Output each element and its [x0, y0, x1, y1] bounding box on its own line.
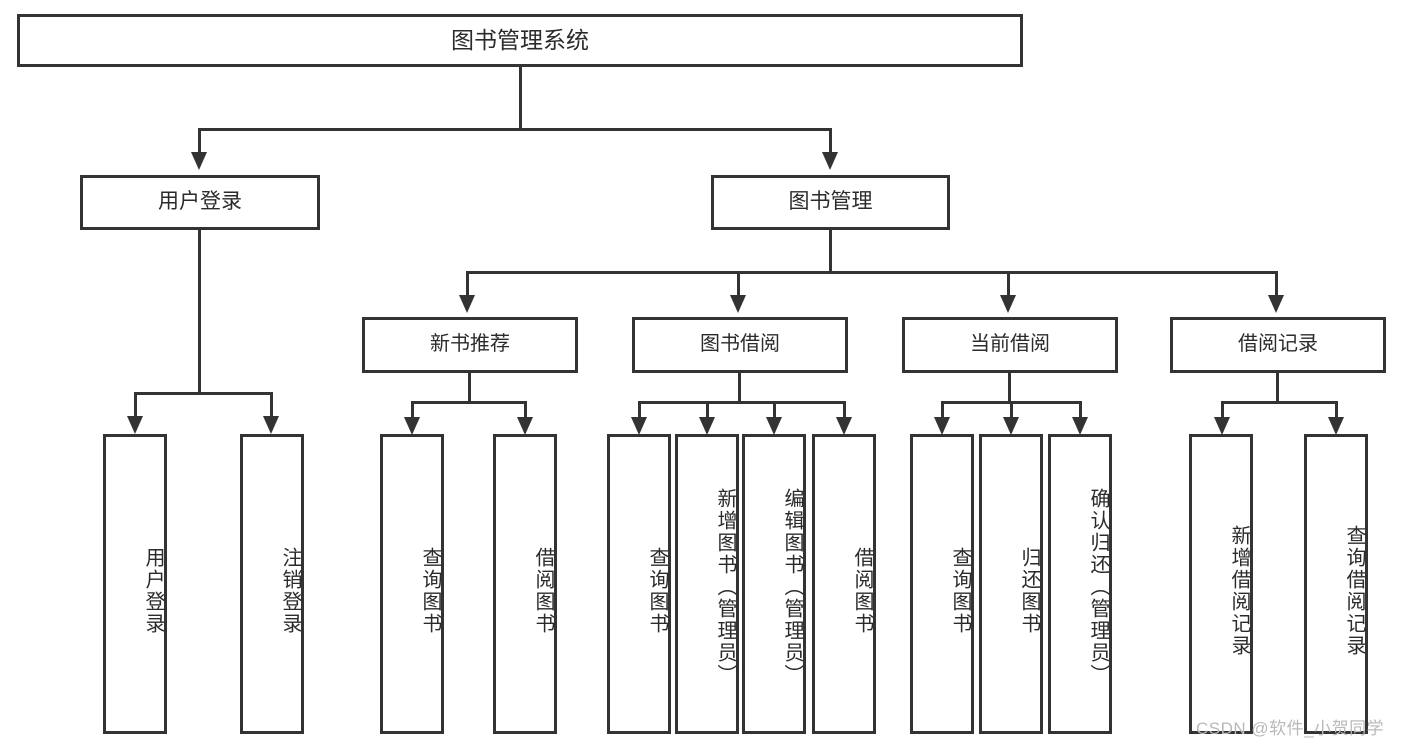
connector-book-borrow-to-leaf-2: [706, 401, 709, 423]
connector-current-borrow-stem: [1008, 373, 1011, 403]
node-label: 图书管理: [788, 190, 873, 214]
connector-book-borrow-to-leaf-4: [843, 401, 846, 423]
connector-new-book-stem: [468, 373, 471, 403]
node-label: 新书推荐: [430, 333, 510, 356]
leaf-user-login-logout[interactable]: 注销登录: [240, 434, 304, 734]
connector-borrow-record-stem: [1276, 373, 1279, 403]
arrowhead-new-book-to-leaf-2: [517, 417, 533, 435]
node-label: 当前借阅: [970, 333, 1050, 356]
arrowhead-book-borrow-to-leaf-3: [766, 417, 782, 435]
node-book-management[interactable]: 图书管理: [711, 175, 950, 230]
connector-book-mgmt-bus: [466, 271, 1278, 274]
arrowhead-book-mgmt-to-book-borrow: [730, 295, 746, 313]
connector-user-login-stem: [198, 230, 201, 395]
arrowhead-book-borrow-to-leaf-1: [631, 417, 647, 435]
arrowhead-current-borrow-to-leaf-1: [934, 417, 950, 435]
node-label: 新增借阅记录: [1228, 525, 1250, 657]
leaf-book-borrow-query-book[interactable]: 查询图书: [607, 434, 671, 734]
leaf-book-borrow-edit-book-admin[interactable]: 编辑图书（管理员）: [742, 434, 806, 734]
arrowhead-user-login-to-leaf-2: [263, 416, 279, 434]
arrowhead-root-to-user-login: [191, 152, 207, 170]
node-user-login[interactable]: 用户登录: [80, 175, 320, 230]
leaf-current-borrow-confirm-return-admin[interactable]: 确认归还（管理员）: [1048, 434, 1112, 734]
connector-root-stem: [519, 67, 522, 130]
node-new-book-recommend[interactable]: 新书推荐: [362, 317, 578, 373]
connector-current-borrow-to-leaf-3: [1079, 401, 1082, 423]
connector-borrow-record-to-leaf-1: [1221, 401, 1224, 423]
arrowhead-book-mgmt-to-borrow-record: [1268, 295, 1284, 313]
leaf-user-login-login[interactable]: 用户登录: [103, 434, 167, 734]
arrowhead-book-mgmt-to-current-borrow: [1000, 295, 1016, 313]
node-label: 查询图书: [949, 547, 971, 635]
connector-book-mgmt-to-new-book: [466, 271, 469, 299]
node-label: 用户登录: [158, 190, 242, 214]
node-label: 确认归还（管理员）: [1087, 488, 1109, 686]
connector-root-bus: [198, 128, 832, 131]
node-book-borrow[interactable]: 图书借阅: [632, 317, 848, 373]
node-label: 图书借阅: [700, 333, 780, 356]
node-label: 借阅记录: [1238, 333, 1318, 356]
connector-book-mgmt-to-book-borrow: [737, 271, 740, 299]
node-label: 借阅图书: [851, 547, 873, 635]
leaf-borrow-record-query-record[interactable]: 查询借阅记录: [1304, 434, 1368, 734]
connector-current-borrow-to-leaf-2: [1010, 401, 1013, 423]
connector-new-book-to-leaf-1: [411, 401, 414, 423]
connector-borrow-record-to-leaf-2: [1335, 401, 1338, 423]
node-label: 查询借阅记录: [1343, 525, 1365, 657]
node-current-borrow[interactable]: 当前借阅: [902, 317, 1118, 373]
node-label: 归还图书: [1018, 547, 1040, 635]
arrowhead-borrow-record-to-leaf-2: [1328, 417, 1344, 435]
node-label: 新增图书（管理员）: [714, 488, 736, 686]
arrowhead-borrow-record-to-leaf-1: [1214, 417, 1230, 435]
node-root-system[interactable]: 图书管理系统: [17, 14, 1023, 67]
node-label: 查询图书: [646, 547, 668, 635]
arrowhead-book-borrow-to-leaf-2: [699, 417, 715, 435]
connector-book-borrow-to-leaf-1: [638, 401, 641, 423]
connector-book-mgmt-stem: [829, 230, 832, 274]
connector-new-book-bus: [411, 401, 527, 404]
arrowhead-new-book-to-leaf-1: [404, 417, 420, 435]
node-label: 编辑图书（管理员）: [781, 488, 803, 686]
leaf-book-borrow-add-book-admin[interactable]: 新增图书（管理员）: [675, 434, 739, 734]
node-borrow-record[interactable]: 借阅记录: [1170, 317, 1386, 373]
connector-root-to-user-login: [198, 128, 201, 155]
node-label: 查询图书: [419, 547, 441, 635]
connector-user-login-bus: [134, 392, 273, 395]
leaf-new-book-borrow-book[interactable]: 借阅图书: [493, 434, 557, 734]
arrowhead-root-to-book-mgmt: [822, 152, 838, 170]
leaf-book-borrow-borrow-book[interactable]: 借阅图书: [812, 434, 876, 734]
leaf-current-borrow-query-book[interactable]: 查询图书: [910, 434, 974, 734]
connector-user-login-to-leaf-2: [270, 392, 273, 420]
connector-book-borrow-stem: [738, 373, 741, 403]
connector-current-borrow-to-leaf-1: [941, 401, 944, 423]
arrowhead-user-login-to-leaf-1: [127, 416, 143, 434]
connector-root-to-book-mgmt: [829, 128, 832, 155]
connector-book-mgmt-to-borrow-record: [1275, 271, 1278, 299]
arrowhead-current-borrow-to-leaf-2: [1003, 417, 1019, 435]
connector-borrow-record-bus: [1221, 401, 1338, 404]
arrowhead-book-mgmt-to-new-book: [459, 295, 475, 313]
arrowhead-book-borrow-to-leaf-4: [836, 417, 852, 435]
arrowhead-current-borrow-to-leaf-3: [1072, 417, 1088, 435]
connector-user-login-to-leaf-1: [134, 392, 137, 420]
leaf-current-borrow-return-book[interactable]: 归还图书: [979, 434, 1043, 734]
connector-book-mgmt-to-current-borrow: [1007, 271, 1010, 299]
connector-book-borrow-bus: [638, 401, 846, 404]
leaf-new-book-query-book[interactable]: 查询图书: [380, 434, 444, 734]
node-label: 图书管理系统: [451, 26, 589, 53]
node-label: 借阅图书: [532, 547, 554, 635]
connector-book-borrow-to-leaf-3: [773, 401, 776, 423]
leaf-borrow-record-add-record[interactable]: 新增借阅记录: [1189, 434, 1253, 734]
connector-new-book-to-leaf-2: [524, 401, 527, 423]
node-label: 注销登录: [279, 547, 301, 635]
node-label: 用户登录: [142, 547, 164, 635]
